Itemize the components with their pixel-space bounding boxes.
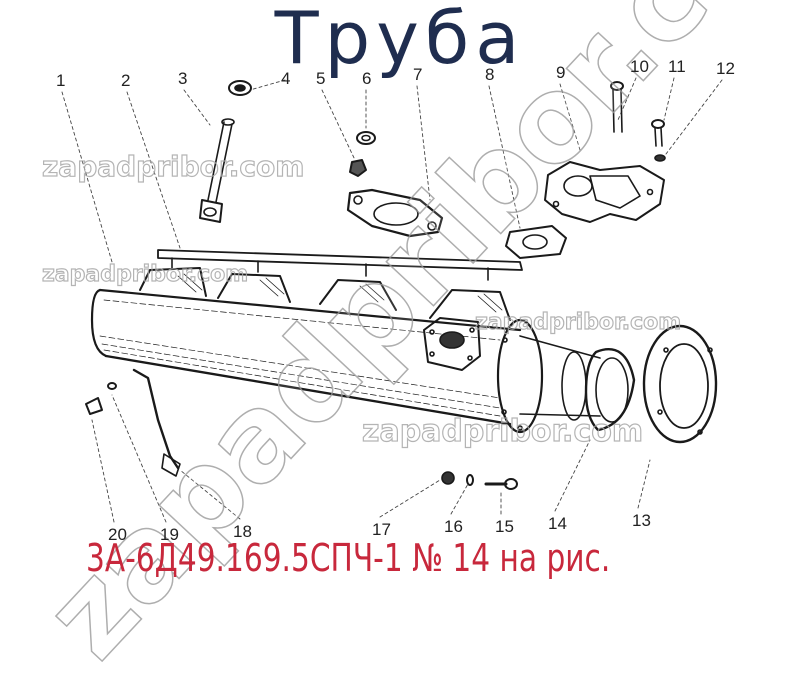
- body-flange: [423, 317, 481, 371]
- part-7-gasket: [346, 188, 444, 238]
- watermark-text: zapadpribor.com: [361, 413, 644, 449]
- watermark-text: zapadpribor.com: [41, 149, 305, 183]
- part-10-bolt: [610, 81, 624, 133]
- callout-2: 2: [121, 71, 131, 90]
- callout-11: 11: [668, 57, 686, 76]
- callout-13: 13: [632, 511, 651, 530]
- part-2-rail: [157, 249, 523, 281]
- part-5-nut: [349, 159, 367, 177]
- callout-18: 18: [233, 522, 252, 541]
- callout-6: 6: [362, 69, 372, 88]
- callout-9: 9: [556, 63, 566, 82]
- diagram-canvas: zapadpribor.com zapadpribor.com zapadpri…: [17, 0, 800, 684]
- part-15-bolt: [484, 478, 518, 490]
- part-number-caption: 3А-6Д49.169.5СПЧ-1 № 14 на рис.: [86, 536, 611, 580]
- callout-5: 5: [316, 69, 326, 88]
- part-17-nut: [441, 471, 455, 485]
- callout-15: 15: [495, 517, 514, 536]
- callout-17: 17: [372, 520, 391, 539]
- callout-4: 4: [281, 69, 291, 88]
- callout-7: 7: [413, 65, 423, 84]
- callout-16: 16: [444, 517, 463, 536]
- watermark-text: zapadpribor.com: [474, 309, 682, 335]
- watermark-text: zapadpribor.com: [41, 261, 249, 287]
- part-11-bolt: [651, 119, 665, 147]
- part-1-pipe-body: [90, 288, 522, 426]
- callout-8: 8: [485, 65, 495, 84]
- exploded-view-drawing: [61, 77, 723, 523]
- part-16-spring-washer: [466, 474, 474, 486]
- manifold-ports: [139, 267, 511, 321]
- part-18-drain-tube: [132, 368, 181, 477]
- part-3-stud: [199, 118, 235, 223]
- callout-19: 19: [160, 525, 179, 544]
- part-8-gasket: [505, 225, 567, 259]
- leader-lines: [61, 77, 723, 523]
- part-6-washer: [356, 131, 376, 145]
- part-12-washer: [654, 154, 666, 162]
- part-4-nut: [228, 80, 252, 96]
- callout-20: 20: [108, 525, 127, 544]
- part-19-washer: [107, 382, 117, 390]
- callout-3: 3: [178, 69, 188, 88]
- part-14-outlet-pipe: [496, 318, 636, 434]
- page-title: Труба: [274, 0, 526, 80]
- part-13-ring-gasket: [642, 324, 718, 444]
- callout-12: 12: [716, 59, 735, 78]
- part-20-plug: [85, 397, 103, 415]
- part-9-elbow: [544, 161, 665, 223]
- callout-10: 10: [630, 57, 649, 76]
- callout-14: 14: [548, 514, 567, 533]
- callout-1: 1: [56, 71, 66, 90]
